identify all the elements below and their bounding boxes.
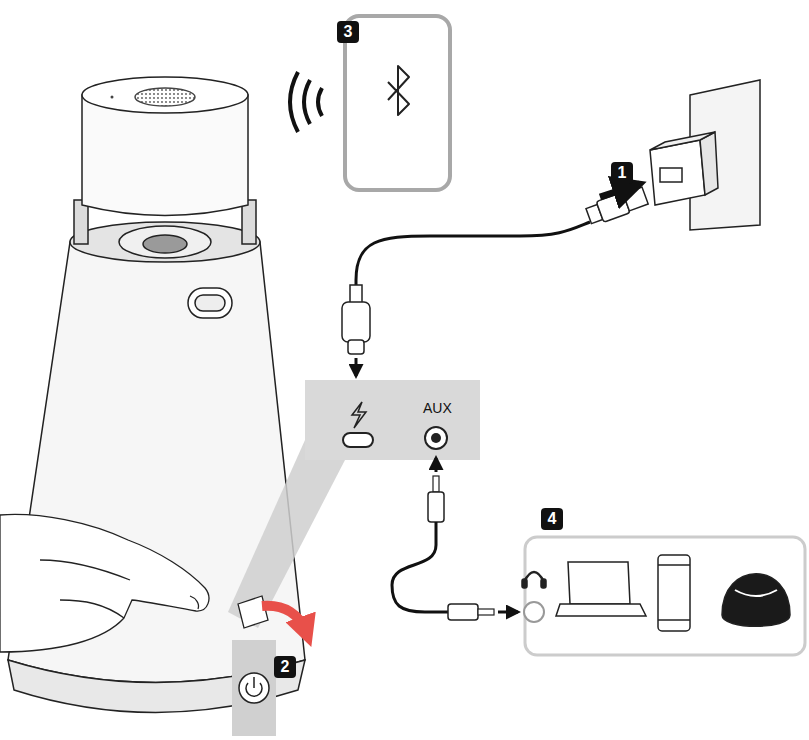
callout-number: 2: [274, 656, 296, 678]
power-button: [232, 640, 276, 736]
hand: [0, 514, 209, 652]
callout-number: 4: [541, 508, 563, 530]
phone: [290, 16, 450, 190]
wall-charger: [650, 80, 760, 230]
port-label: AUX: [423, 401, 452, 415]
source-devices: [522, 537, 805, 655]
usb-cable: [342, 184, 649, 376]
rubber-flap: [238, 596, 268, 628]
callout-number: 3: [337, 21, 359, 43]
open-arrow: [262, 606, 306, 632]
port-panel: [305, 380, 480, 460]
leader-wedge: [228, 440, 345, 628]
callout-number: 1: [611, 162, 633, 184]
aux-cable: [392, 458, 518, 620]
